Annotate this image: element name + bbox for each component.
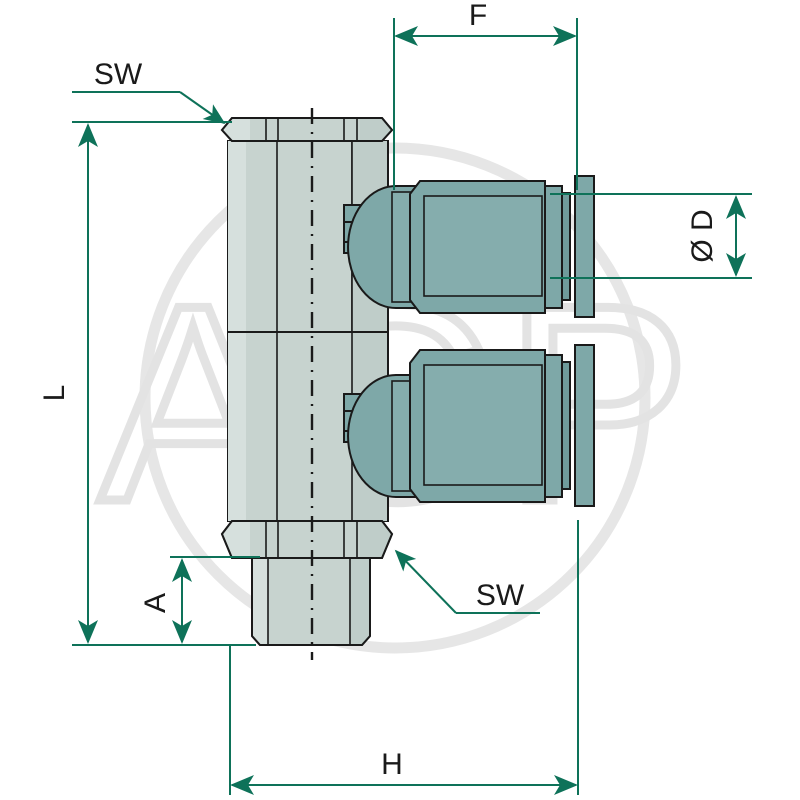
- bottom-plug-shade: [350, 558, 370, 645]
- dim-D-label: Ø D: [686, 209, 719, 262]
- part-upper-hex-nut: [220, 117, 394, 142]
- dim-F-label: F: [469, 0, 487, 32]
- fitting-lower-ring-2: [561, 361, 571, 490]
- upper-hex-nut-outline-top: [220, 117, 394, 142]
- sw-bottom-leader: [394, 549, 457, 614]
- bottom-plug-outline-top: [251, 557, 371, 646]
- fitting-lower-release-collar: [574, 344, 595, 507]
- lower-hex-shade: [360, 521, 392, 558]
- dim-L-label: L: [38, 385, 71, 402]
- part-fitting-lower: [343, 344, 595, 507]
- fitting-upper-ring-1: [544, 185, 563, 309]
- sw-top-label: SW: [94, 58, 143, 91]
- dimension-D: Ø D: [550, 193, 752, 279]
- part-bottom-plug: [251, 557, 371, 646]
- dim-A-label: A: [139, 593, 172, 613]
- part-fitting-upper: [343, 175, 595, 318]
- fitting-upper-ring-2: [561, 192, 571, 301]
- bottom-plug-highlight: [252, 558, 268, 645]
- upper-hex-highlight: [222, 118, 250, 141]
- fitting-upper-barrel-face: [423, 195, 543, 297]
- sw-top-leader: [179, 91, 226, 125]
- dim-H-label: H: [381, 748, 403, 781]
- fitting-lower-ring-1: [544, 354, 563, 498]
- callout-sw-top: SW: [72, 58, 226, 125]
- callout-sw-bottom: SW: [394, 549, 540, 614]
- body-upper-highlight-left: [228, 141, 246, 332]
- dimension-F: F: [393, 0, 578, 190]
- dimension-A: A: [139, 556, 260, 644]
- part-lower-hex-nut: [220, 520, 394, 559]
- dimension-L: L: [38, 121, 256, 646]
- upper-hex-shade: [360, 118, 392, 141]
- body-lower-highlight-left: [228, 332, 246, 521]
- dimension-H: H: [229, 520, 579, 795]
- fitting-upper-release-collar: [574, 175, 595, 318]
- sw-bottom-label: SW: [476, 579, 525, 612]
- fitting-lower-barrel-face: [423, 364, 543, 486]
